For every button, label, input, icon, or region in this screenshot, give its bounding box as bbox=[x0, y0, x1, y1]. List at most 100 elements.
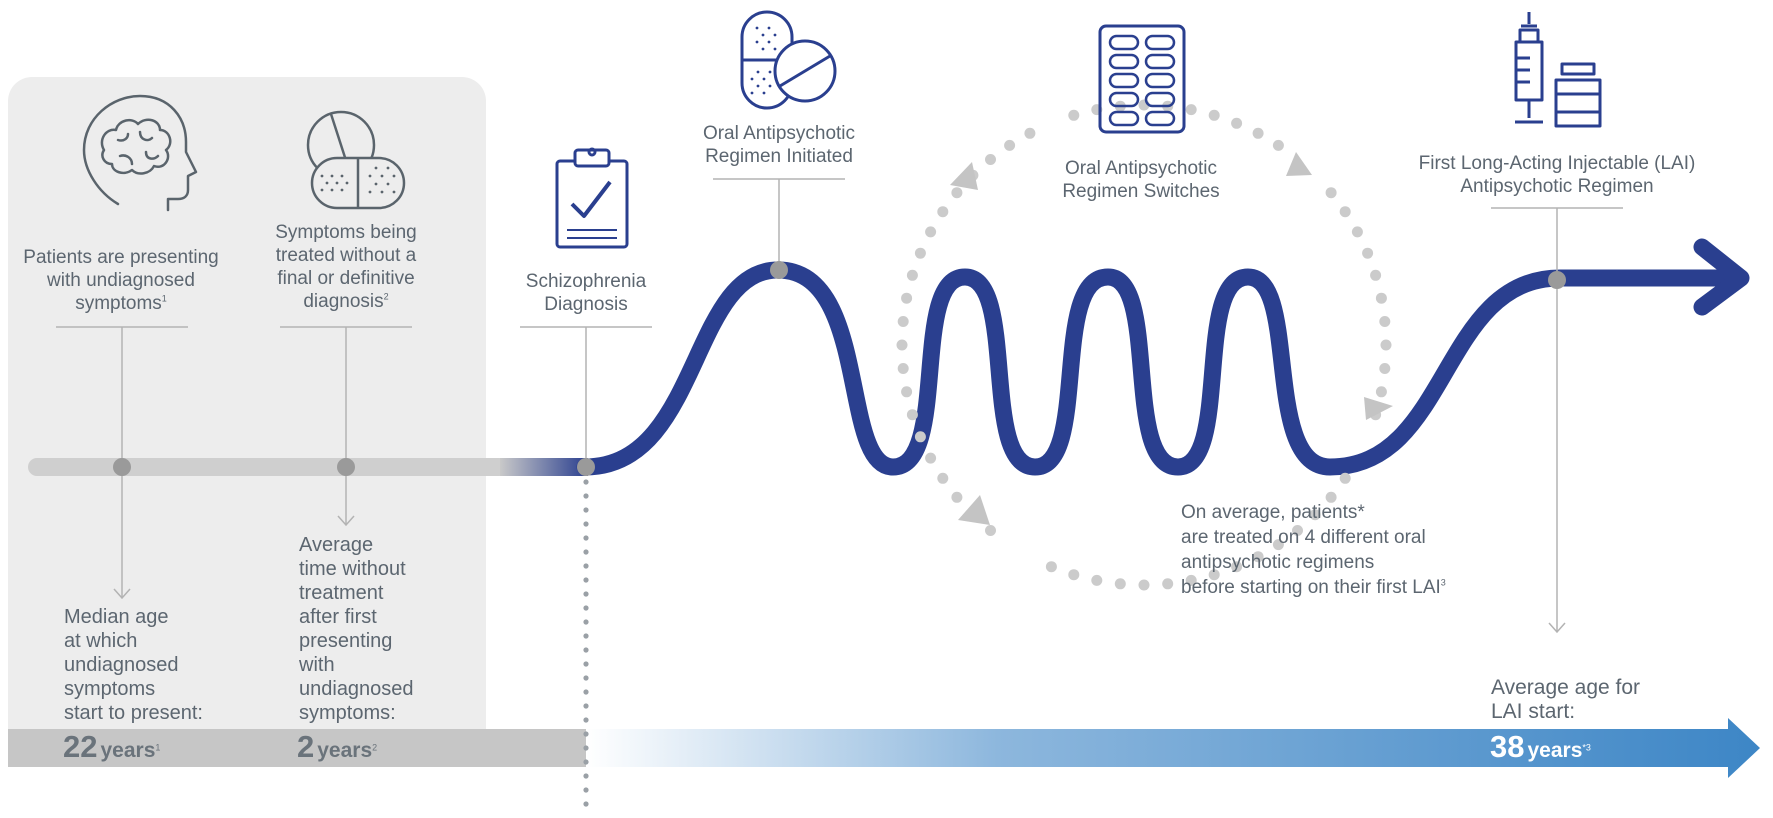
cycle-dot bbox=[1292, 525, 1303, 536]
label-treated-line4: diagnosis bbox=[303, 291, 384, 312]
diagnosis-line-dot bbox=[583, 633, 589, 639]
pill-dot bbox=[392, 190, 396, 194]
average-regimens-note: On average, patients* are treated on 4 d… bbox=[1181, 500, 1561, 600]
cycle-dot bbox=[906, 409, 918, 421]
capsule-dot bbox=[755, 26, 759, 30]
cycle-dot bbox=[914, 431, 926, 443]
capsule-dot bbox=[767, 40, 771, 44]
note-line3: antipsychotic regimens bbox=[1181, 552, 1375, 573]
pill-dot bbox=[345, 181, 349, 185]
diagnosis-line-dot bbox=[583, 549, 589, 555]
pill-dot bbox=[386, 182, 390, 186]
label-undiagnosed-line1: Patients are presenting bbox=[23, 247, 219, 268]
cycle-dot bbox=[1379, 363, 1391, 374]
label-oral-initiated-line2: Regimen Initiated bbox=[705, 146, 853, 167]
diagnosis-line-dot bbox=[583, 493, 589, 499]
diagnosis-line-dot bbox=[583, 759, 589, 765]
pre-diagnosis-panel bbox=[8, 77, 486, 767]
pill-dot bbox=[340, 188, 344, 192]
pill-dot bbox=[380, 174, 384, 178]
diagnosis-line-dot bbox=[583, 619, 589, 625]
avg-time-line: treatment bbox=[299, 582, 384, 604]
avg-time-label: Average time without treatment after fir… bbox=[299, 533, 414, 725]
cycle-dot bbox=[1272, 539, 1284, 551]
cycle-dot bbox=[1325, 187, 1337, 199]
wave-arrowhead bbox=[1693, 238, 1750, 316]
label-oral-initiated-line1: Oral Antipsychotic bbox=[702, 123, 856, 144]
pill-dot bbox=[330, 188, 334, 192]
median-age-line: symptoms bbox=[64, 678, 156, 700]
cycle-dot bbox=[985, 525, 996, 536]
label-oral-switches-line1: Oral Antipsychotic bbox=[1064, 158, 1218, 179]
blister-pill bbox=[1108, 91, 1140, 108]
label-treated-line2: treated without a bbox=[275, 245, 417, 266]
age-timeline-arrow bbox=[586, 718, 1760, 778]
stat-avg-time-value: 2 bbox=[297, 729, 315, 764]
capsule-dot bbox=[762, 77, 766, 81]
cycle-dot bbox=[1375, 292, 1387, 304]
pill-dot bbox=[368, 174, 372, 178]
capsule-dot bbox=[756, 84, 760, 88]
label-oral-switches: Oral Antipsychotic Regimen Switches bbox=[1046, 157, 1236, 203]
capsule-dot bbox=[768, 70, 772, 74]
stat-avg-time-unit: years bbox=[317, 739, 373, 762]
avg-time-line: after first bbox=[299, 606, 377, 628]
diagnosis-dotted-line bbox=[583, 479, 589, 807]
label-lai-line1: First Long-Acting Injectable (LAI) bbox=[1418, 153, 1696, 174]
label-treated-line3: final or definitive bbox=[277, 268, 415, 289]
blister-pill bbox=[1144, 72, 1176, 89]
cycle-dot bbox=[1351, 226, 1363, 238]
note-line2: are treated on 4 different oral bbox=[1181, 527, 1426, 548]
cycle-dot bbox=[937, 472, 949, 484]
diagnosis-line-dot bbox=[583, 479, 589, 485]
diagnosis-line-dot bbox=[583, 703, 589, 709]
capsule-dot bbox=[761, 47, 765, 51]
cycle-dot bbox=[1325, 491, 1337, 503]
capsule-dot bbox=[762, 91, 766, 95]
blister-pill bbox=[1144, 34, 1176, 51]
cycle-arrowheads bbox=[950, 152, 1393, 525]
cycle-dot bbox=[1379, 316, 1391, 327]
diagnosis-line-dot bbox=[583, 689, 589, 695]
pill-dot bbox=[320, 188, 324, 192]
median-age-label: Median age at which undiagnosed symptoms… bbox=[64, 605, 203, 725]
cycle-dot bbox=[901, 386, 913, 398]
stat-median-age-unit: years bbox=[100, 739, 156, 762]
marker-undiagnosed bbox=[113, 458, 131, 476]
median-age-line: Median age bbox=[64, 606, 169, 628]
head-brain-icon bbox=[82, 94, 198, 212]
cycle-dot bbox=[1380, 339, 1392, 351]
cycle-dot bbox=[1339, 472, 1351, 484]
label-lai-line2: Antipsychotic Regimen bbox=[1460, 176, 1654, 197]
label-oral-initiated: Oral Antipsychotic Regimen Initiated bbox=[689, 122, 869, 168]
diagnosis-line-dot bbox=[583, 801, 589, 807]
label-undiagnosed-line2: with undiagnosed bbox=[47, 270, 195, 291]
pill-dot bbox=[380, 190, 384, 194]
capsule-dot bbox=[767, 26, 771, 30]
diagnosis-line-dot bbox=[583, 717, 589, 723]
pill-dot bbox=[374, 182, 378, 186]
stat-median-age-value: 22 bbox=[63, 729, 98, 764]
pill-dot bbox=[386, 166, 390, 170]
cycle-dot bbox=[1185, 574, 1197, 586]
avg-time-line: time without bbox=[299, 558, 406, 580]
blister-pill bbox=[1108, 34, 1140, 51]
cycle-dot bbox=[985, 154, 996, 165]
diagnosis-line-dot bbox=[583, 675, 589, 681]
stat-lai-age-unit: years bbox=[1527, 739, 1583, 762]
pre-diagnosis-timeline bbox=[28, 458, 508, 476]
avg-lai-age-label: Average age for LAI start: bbox=[1491, 676, 1640, 724]
blister-pill bbox=[1108, 53, 1140, 70]
pill-dot bbox=[392, 174, 396, 178]
label-oral-switches-line2: Regimen Switches bbox=[1062, 181, 1220, 202]
cycle-dot bbox=[1362, 247, 1374, 259]
cycle-dot bbox=[1091, 574, 1103, 586]
diagnosis-line-dot bbox=[583, 731, 589, 737]
cycle-dot bbox=[1045, 561, 1057, 573]
diagnosis-line-dot bbox=[583, 521, 589, 527]
cycle-dot bbox=[906, 269, 918, 281]
stat-median-age-ref: 1 bbox=[155, 742, 161, 753]
blister-pill bbox=[1144, 91, 1176, 108]
